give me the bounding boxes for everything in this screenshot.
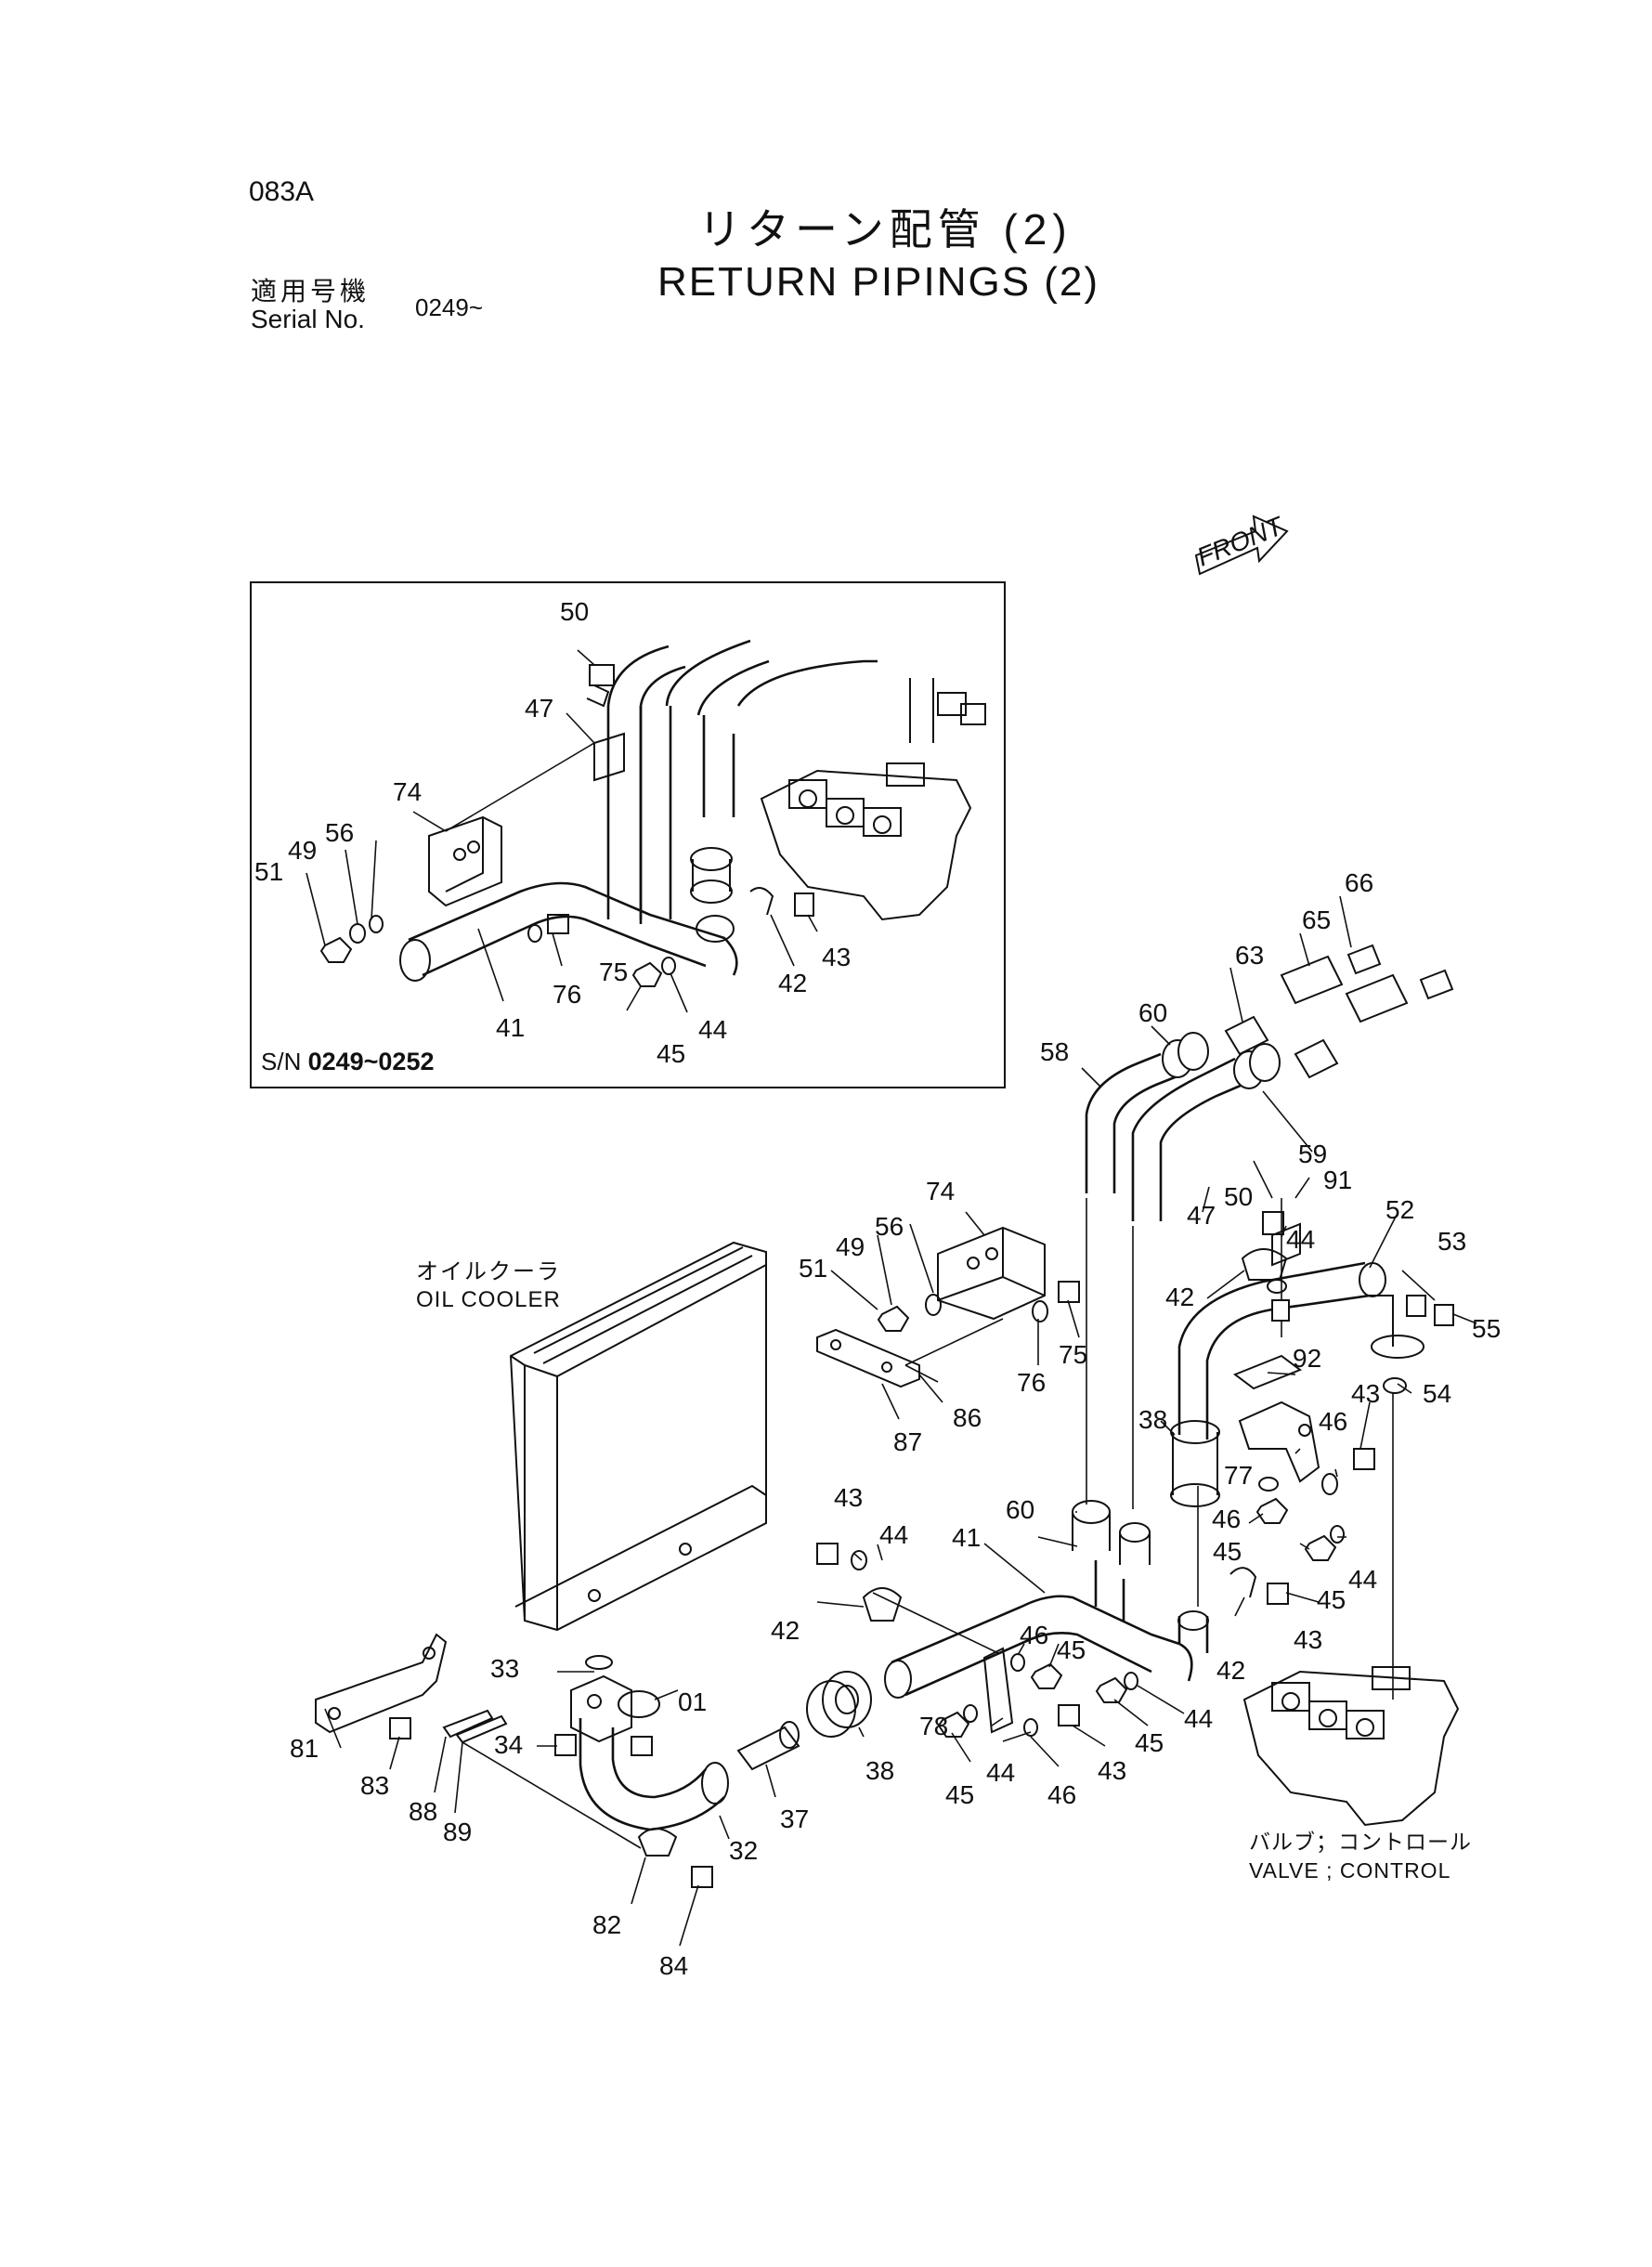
- callout-main-92: 92: [1293, 1344, 1321, 1373]
- callout-main-82: 82: [592, 1910, 621, 1939]
- callout-inset-49: 49: [288, 836, 317, 865]
- callout-main-38-lower: 38: [865, 1756, 894, 1785]
- callout-main-46-center: 46: [1020, 1621, 1048, 1649]
- callout-main-50: 50: [1224, 1182, 1253, 1211]
- callout-inset-42: 42: [778, 969, 807, 997]
- callout-main-44-lower: 44: [1184, 1704, 1213, 1733]
- callout-main-45-bottom: 45: [945, 1780, 974, 1809]
- callout-main-63: 63: [1235, 941, 1264, 970]
- callout-main-44-left: 44: [879, 1520, 908, 1549]
- callout-inset-75: 75: [599, 958, 628, 986]
- page-code: 083A: [249, 176, 315, 207]
- title-english: RETURN PIPINGS (2): [657, 259, 1100, 305]
- callout-main-47: 47: [1187, 1201, 1216, 1230]
- callout-main-78: 78: [919, 1712, 948, 1740]
- callout-main-43-left: 43: [834, 1483, 863, 1512]
- callout-inset-44: 44: [698, 1015, 727, 1044]
- serial-number-value: 0249~: [415, 293, 484, 321]
- callout-main-55: 55: [1472, 1314, 1501, 1343]
- callout-main-45-center: 45: [1057, 1635, 1086, 1664]
- callout-main-59: 59: [1298, 1140, 1327, 1168]
- serial-label-japanese: 適用号機: [251, 277, 371, 306]
- callout-main-60-lower: 60: [1006, 1495, 1034, 1524]
- callout-main-75: 75: [1059, 1340, 1087, 1369]
- callout-main-91: 91: [1323, 1166, 1352, 1194]
- callout-inset-74: 74: [393, 777, 422, 806]
- serial-label-english: Serial No.: [251, 305, 365, 333]
- callout-main-43-lower: 43: [1098, 1756, 1126, 1785]
- title-japanese: リターン配管 (2): [698, 205, 1073, 254]
- callout-main-32: 32: [729, 1836, 758, 1865]
- inset-serial-caption: S/N 0249~0252: [261, 1049, 434, 1075]
- callout-main-86: 86: [953, 1403, 982, 1432]
- inset-caption-range: 0249~0252: [307, 1048, 435, 1075]
- inset-caption-prefix: S/N: [261, 1048, 302, 1075]
- callout-main-49: 49: [836, 1232, 865, 1261]
- callout-main-52: 52: [1385, 1195, 1414, 1224]
- callout-inset-56: 56: [325, 818, 354, 847]
- callout-main-56: 56: [875, 1212, 904, 1241]
- callout-main-84: 84: [659, 1951, 688, 1980]
- control-valve-label-english: VALVE ; CONTROL: [1249, 1858, 1451, 1883]
- callout-main-58: 58: [1040, 1037, 1069, 1066]
- callout-inset-43: 43: [822, 943, 851, 971]
- front-label: FRONT: [1193, 511, 1289, 572]
- callout-inset-47: 47: [525, 694, 553, 723]
- callout-main-42-upper: 42: [1165, 1283, 1194, 1311]
- callout-main-66: 66: [1345, 868, 1373, 897]
- callout-main-42-right: 42: [1216, 1656, 1245, 1685]
- callout-main-88: 88: [409, 1797, 437, 1826]
- callout-main-51: 51: [799, 1254, 827, 1283]
- callout-main-46-right: 46: [1319, 1407, 1347, 1436]
- callout-main-37: 37: [780, 1804, 809, 1833]
- callout-main-83: 83: [360, 1771, 389, 1800]
- callout-inset-45: 45: [657, 1039, 685, 1068]
- callout-main-54: 54: [1423, 1379, 1451, 1408]
- callout-main-81: 81: [290, 1734, 319, 1763]
- inset-assembly: [306, 639, 986, 1013]
- callout-inset-41: 41: [496, 1013, 525, 1042]
- callout-main-43-right: 43: [1351, 1379, 1380, 1408]
- callout-inset-51: 51: [254, 857, 283, 886]
- callout-main-44-right: 44: [1348, 1565, 1377, 1594]
- oil-cooler-label-japanese: オイルクーラ: [416, 1259, 561, 1284]
- callout-main-44-bottom: 44: [986, 1758, 1015, 1787]
- callout-inset-76: 76: [553, 980, 581, 1009]
- callout-main-45-mid: 45: [1213, 1537, 1242, 1566]
- callout-main-33: 33: [490, 1654, 519, 1683]
- callout-main-77: 77: [1224, 1461, 1253, 1490]
- callout-main-46-mid: 46: [1212, 1505, 1241, 1533]
- callout-main-65: 65: [1302, 905, 1331, 934]
- callout-main-60-upper: 60: [1138, 998, 1167, 1027]
- front-arrow-icon: FRONT: [1193, 511, 1289, 576]
- callout-main-44-top: 44: [1286, 1225, 1315, 1254]
- callout-main-01: 01: [678, 1687, 707, 1716]
- callout-main-43-lower-right: 43: [1294, 1625, 1322, 1654]
- callout-main-45-lower: 45: [1135, 1728, 1164, 1757]
- callout-main-45-right: 45: [1317, 1585, 1346, 1614]
- callout-main-46-lower: 46: [1047, 1780, 1076, 1809]
- control-valve-label-japanese: バルブ；コントロール: [1249, 1830, 1472, 1854]
- oil-cooler-label-english: OIL COOLER: [416, 1287, 561, 1312]
- callout-inset-50: 50: [560, 597, 589, 626]
- callout-main-76: 76: [1017, 1368, 1046, 1397]
- callout-main-74: 74: [926, 1177, 955, 1205]
- callout-main-34: 34: [494, 1730, 523, 1759]
- callout-main-38-upper: 38: [1138, 1405, 1167, 1434]
- callout-main-42-left: 42: [771, 1616, 800, 1645]
- callout-main-89: 89: [443, 1818, 472, 1846]
- main-assembly: [315, 895, 1477, 1947]
- callout-main-87: 87: [893, 1427, 922, 1456]
- inset-frame: [250, 581, 1006, 1088]
- callout-main-53: 53: [1437, 1227, 1466, 1256]
- callout-main-41: 41: [952, 1523, 981, 1552]
